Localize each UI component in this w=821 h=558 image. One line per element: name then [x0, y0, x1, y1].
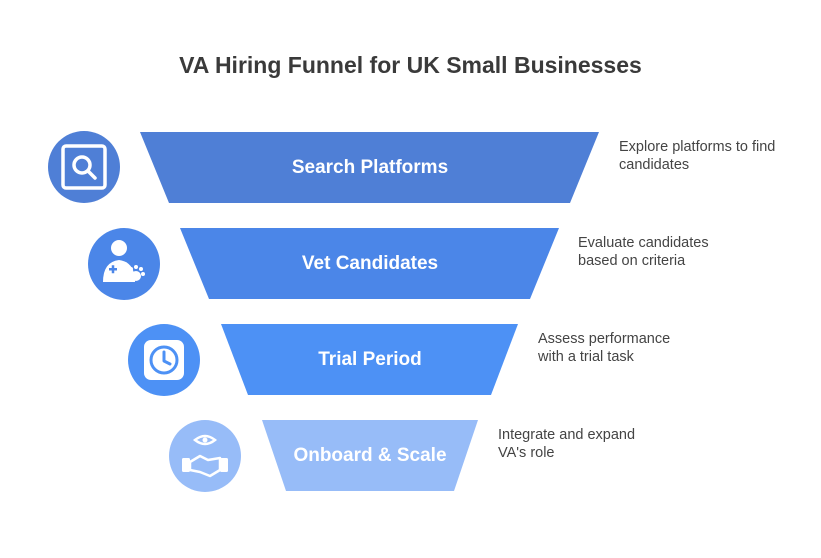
stage-1-icon-circle	[48, 131, 120, 203]
description-line: Evaluate candidates	[578, 235, 709, 251]
stage-label-trial-period: Trial Period	[318, 349, 422, 370]
funnel-stage-trial-period	[128, 324, 518, 396]
description-line: Assess performance	[538, 331, 671, 347]
stage-description-vet-candidates: Evaluate candidates based on criteria	[578, 234, 709, 270]
funnel-band-1	[140, 132, 599, 203]
stage-label-vet-candidates: Vet Candidates	[301, 253, 439, 274]
description-line: VA's role	[498, 445, 555, 461]
stage-description-trial-period: Assess performance with a trial task	[538, 330, 670, 366]
funnel-stage-vet-candidates	[88, 228, 559, 300]
funnel-stage-search-platforms	[48, 131, 599, 203]
stage-description-search-platforms: Explore platforms to find candidates	[619, 138, 775, 174]
stage-label-onboard-scale: Onboard & Scale	[293, 445, 447, 466]
handshake-icon	[182, 434, 228, 478]
funnel-band-3	[221, 324, 518, 395]
description-line: with a trial task	[538, 349, 634, 365]
funnel-stage-onboard-scale	[169, 420, 478, 492]
diagram-title: VA Hiring Funnel for UK Small Businesses	[179, 52, 642, 78]
clock-icon	[144, 340, 184, 380]
search-icon	[61, 144, 107, 190]
funnel-band-2	[180, 228, 559, 299]
description-line: Integrate and expand	[498, 427, 636, 443]
doctor-with-pet-icon	[103, 240, 145, 282]
description-line: based on criteria	[578, 253, 686, 269]
stage-description-onboard-scale: Integrate and expand VA's role	[498, 426, 635, 462]
stage-4-icon-circle	[169, 420, 241, 492]
description-line: candidates	[619, 157, 690, 173]
stage-label-search-platforms: Search Platforms	[291, 157, 449, 178]
funnel-band-4	[262, 420, 478, 491]
description-line: Explore platforms to find	[619, 139, 776, 155]
